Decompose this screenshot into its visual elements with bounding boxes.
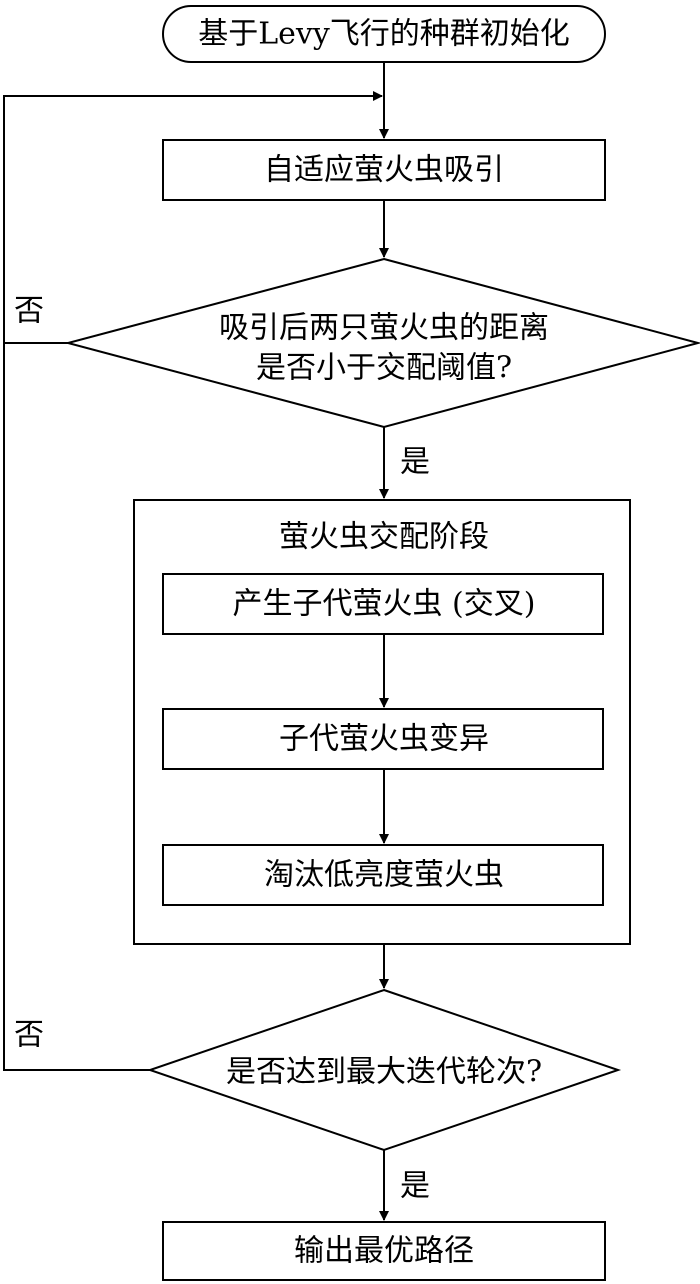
- mating-stage-title: 萤火虫交配阶段: [279, 520, 489, 555]
- decision2-no-loop: [3, 343, 150, 1071]
- step-eliminate-label: 淘汰低亮度萤火虫: [264, 858, 504, 893]
- decision1-no-loop: [3, 91, 383, 344]
- output-label: 输出最优路径: [294, 1234, 474, 1269]
- output-box: [162, 1221, 606, 1281]
- decision1-yes-label: 是: [400, 445, 430, 480]
- attraction-label: 自适应萤火虫吸引: [264, 153, 504, 188]
- decision2-yes-label: 是: [400, 1169, 430, 1204]
- decision1-no-label: 否: [14, 294, 44, 329]
- step-eliminate-box: [162, 844, 604, 906]
- decision2-no-label: 否: [14, 1018, 44, 1053]
- step-crossover-label: 产生子代萤火虫 (交叉): [233, 587, 536, 622]
- start-label: 基于Levy飞行的种群初始化: [198, 17, 570, 52]
- step-mutation-box: [162, 708, 604, 770]
- step-mutation-label: 子代萤火虫变异: [279, 722, 489, 757]
- decision1-line2: 是否小于交配阈值?: [256, 351, 512, 386]
- decision1-line1: 吸引后两只萤火虫的距离: [219, 311, 549, 346]
- decision2-label: 是否达到最大迭代轮次?: [226, 1055, 542, 1090]
- attraction-box: [162, 139, 606, 201]
